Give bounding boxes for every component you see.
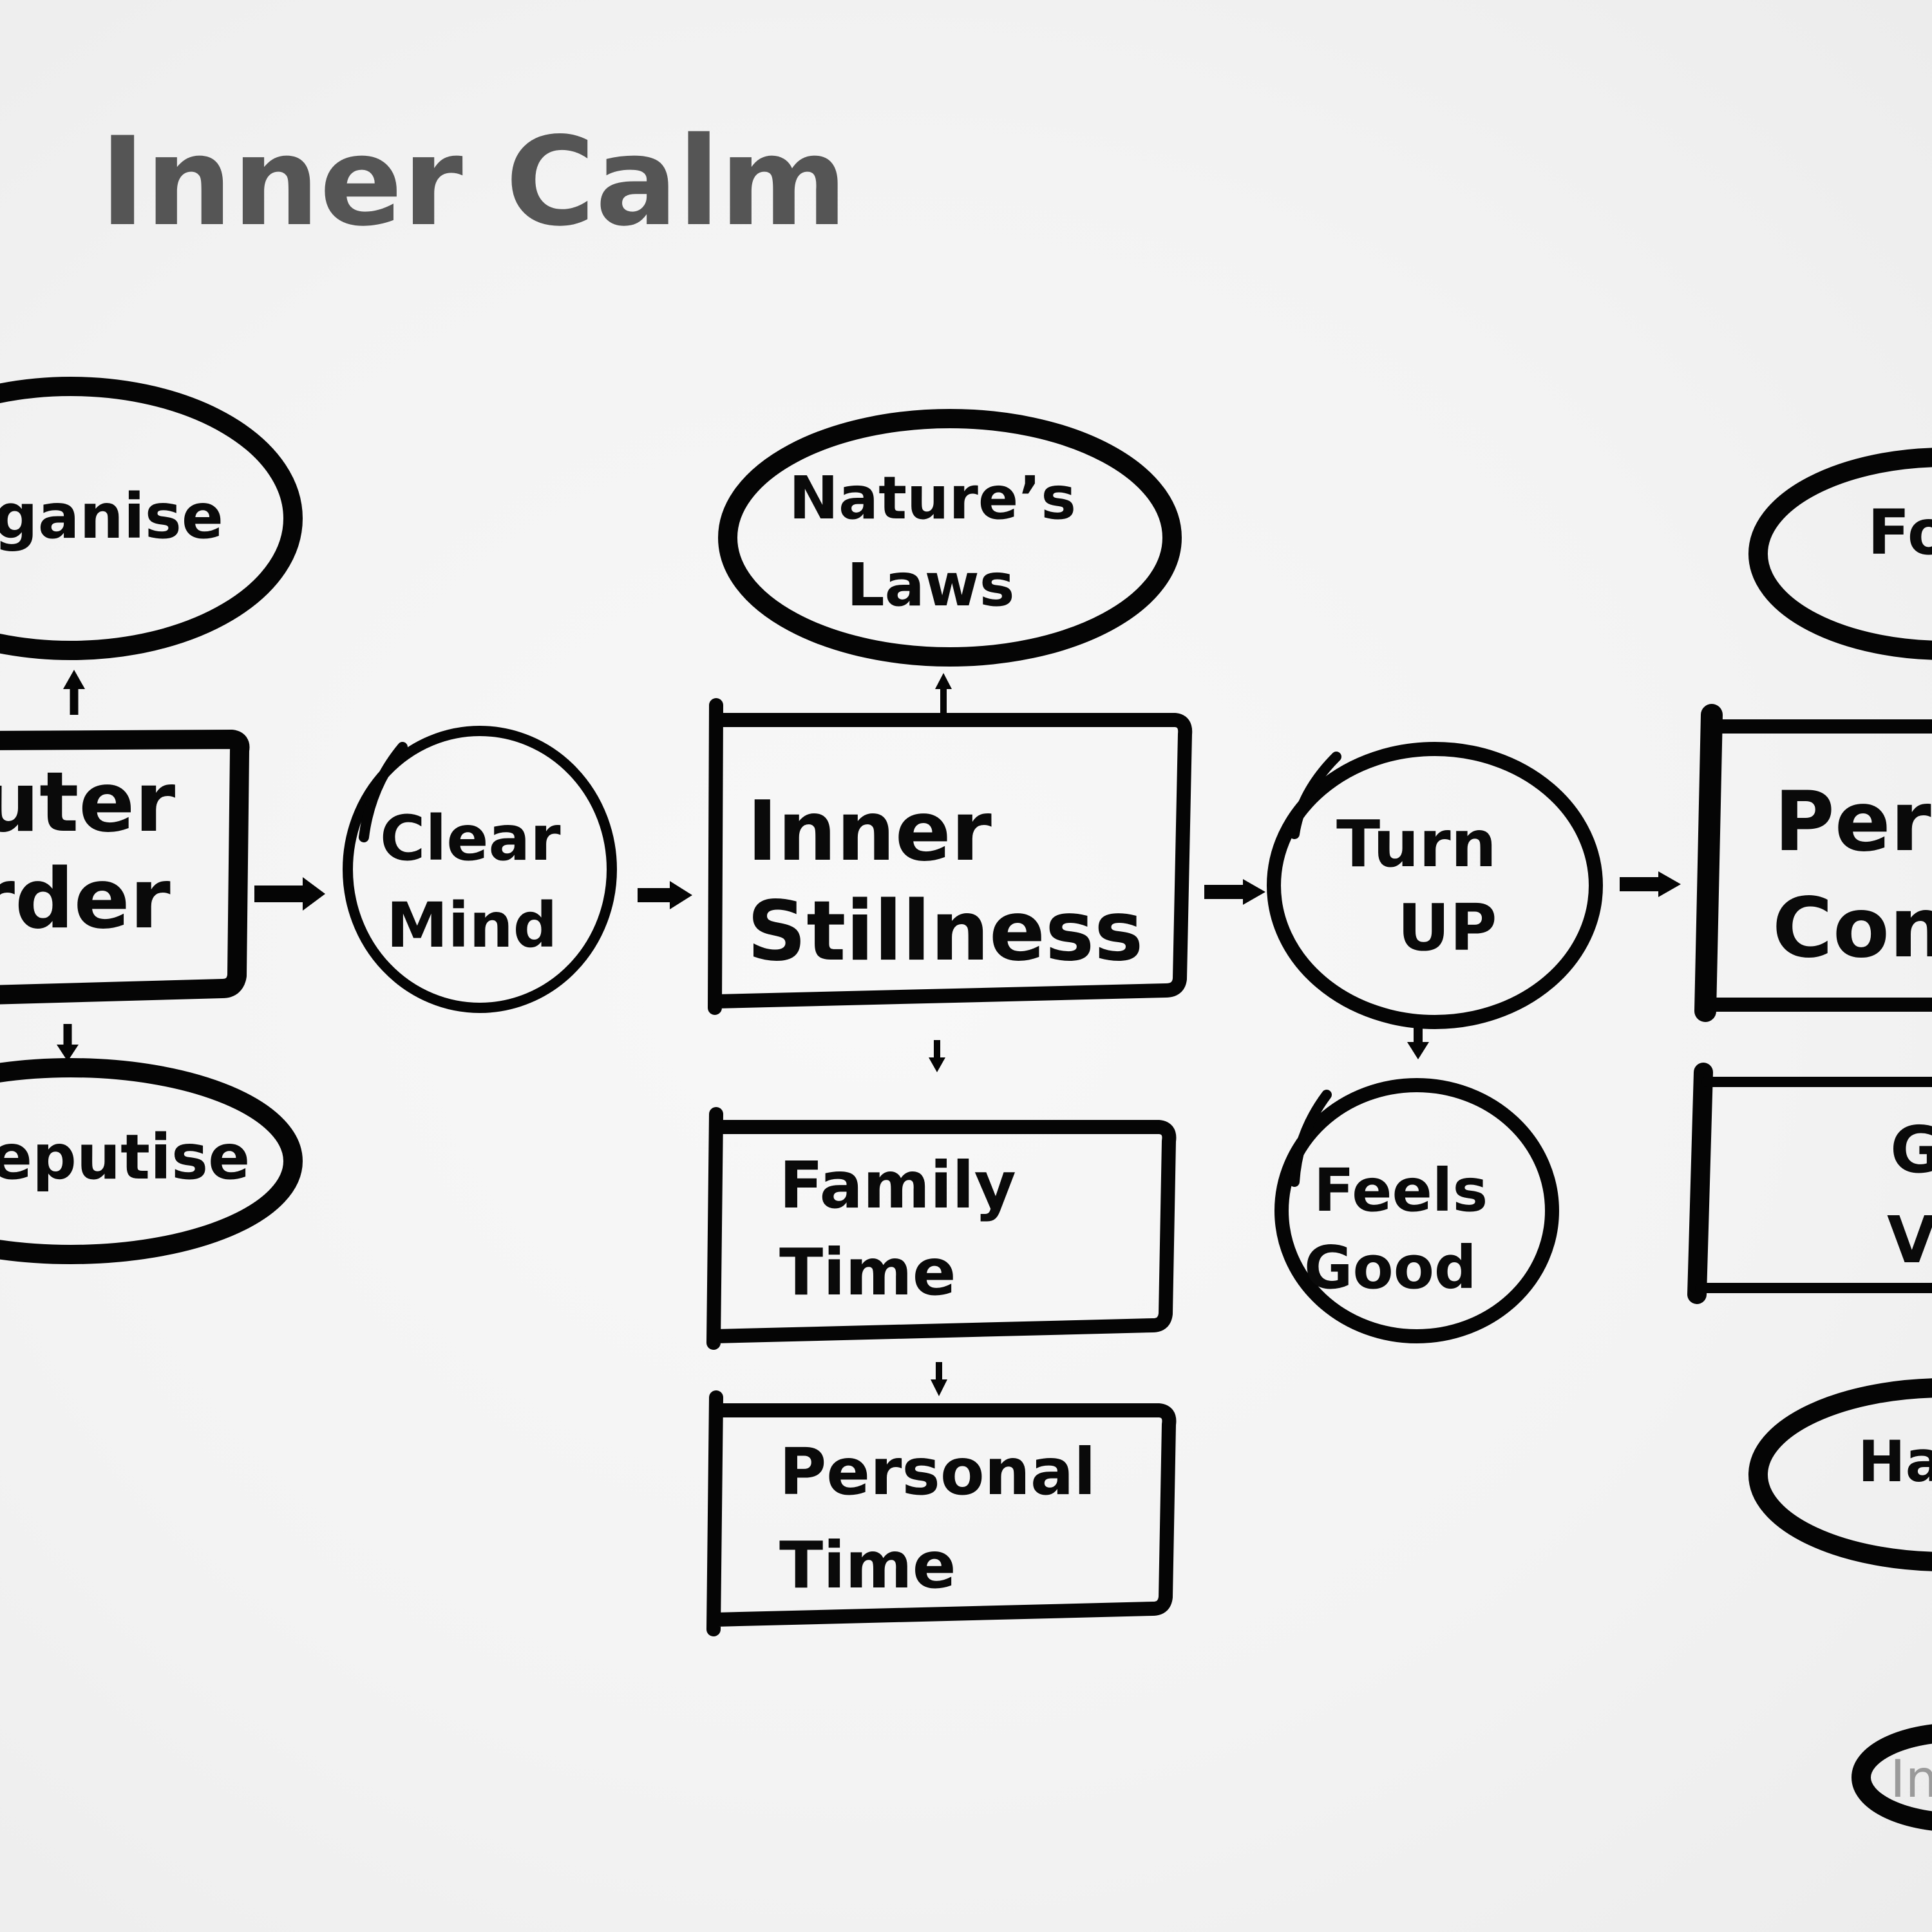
right-second-box-edges xyxy=(1695,1077,1932,1293)
personal-time-label-line1: Personal xyxy=(779,1434,1096,1510)
turn-up-circle xyxy=(1267,742,1603,1029)
arrow-outer-to-clear-mind xyxy=(254,877,325,911)
node-turn-up: Turn UP xyxy=(1267,742,1603,1029)
right-top-ellipse-shape xyxy=(1748,448,1932,660)
arrow-turn-up-to-feels-good xyxy=(1407,1025,1429,1059)
right-main-box-label-line2: Con xyxy=(1772,880,1932,976)
outer-order-label-line1: uter xyxy=(0,755,175,851)
node-right-second-box: G V xyxy=(1687,1063,1932,1304)
family-time-label-line2: Time xyxy=(779,1235,956,1310)
deputise-ellipse xyxy=(0,1058,303,1264)
clear-mind-circle xyxy=(343,726,617,1013)
arrow-turn-up-to-right-box xyxy=(1620,871,1681,897)
node-deputise: eputise xyxy=(0,1058,303,1264)
node-personal-time: Personal Time xyxy=(706,1390,1177,1636)
arrow-inner-stillness-to-family-time xyxy=(929,1040,945,1072)
right-top-ellipse-label: Fo xyxy=(1868,497,1932,569)
node-inner-stillness: Inner Stillness xyxy=(708,698,1193,1015)
diagram-title: Inner Calm xyxy=(100,111,848,253)
natures-laws-label-line1: Nature’s xyxy=(789,464,1076,533)
node-natures-laws: Nature’s Laws xyxy=(718,409,1182,667)
deputise-label: eputise xyxy=(0,1121,250,1193)
right-lower-ellipse-shape xyxy=(1748,1378,1932,1571)
inner-stillness-label-line1: Inner xyxy=(747,784,992,880)
arrow-outer-to-organise xyxy=(63,670,85,715)
right-lower-ellipse-label: Ha xyxy=(1858,1428,1932,1495)
arrow-inner-stillness-to-natures-laws xyxy=(935,673,952,715)
node-right-bottom-ellipse: In xyxy=(1852,1724,1932,1831)
organise-label: ganise xyxy=(0,480,223,553)
family-time-label-line1: Family xyxy=(779,1148,1016,1223)
node-right-main-box: Per Con xyxy=(1694,704,1932,1022)
turn-up-label-line1: Turn xyxy=(1336,806,1497,882)
turn-up-label-line2: UP xyxy=(1397,890,1497,965)
natures-laws-label-line2: Laws xyxy=(847,551,1014,620)
natures-laws-ellipse xyxy=(718,409,1182,667)
arrow-family-time-to-personal-time xyxy=(931,1362,947,1396)
right-second-box-label-line2: V xyxy=(1887,1202,1932,1278)
outer-order-box xyxy=(0,730,250,1005)
turn-up-accent-stroke xyxy=(1289,752,1341,839)
inner-stillness-box xyxy=(708,698,1193,1015)
clear-mind-label-line2: Mind xyxy=(386,889,558,961)
arrow-outer-to-deputise xyxy=(57,1024,79,1061)
node-feels-good: Feels Good xyxy=(1274,1078,1559,1343)
feels-good-label-line2: Good xyxy=(1304,1233,1477,1302)
right-second-box-shape xyxy=(1687,1063,1713,1304)
feels-good-label-line1: Feels xyxy=(1314,1156,1488,1225)
right-main-box-label-line1: Per xyxy=(1774,774,1931,870)
right-bottom-ellipse-shape xyxy=(1852,1724,1932,1831)
node-right-lower-ellipse: Ha xyxy=(1748,1378,1932,1571)
node-organise: ganise xyxy=(0,377,303,660)
personal-time-label-line2: Time xyxy=(779,1528,956,1603)
arrow-clear-mind-to-inner-stillness xyxy=(638,881,692,909)
node-clear-mind: Clear Mind xyxy=(343,726,617,1013)
feels-good-accent-stroke xyxy=(1289,1090,1332,1187)
arrow-inner-stillness-to-turn-up xyxy=(1204,879,1265,905)
family-time-box xyxy=(706,1107,1177,1350)
node-right-top-ellipse: Fo xyxy=(1748,448,1932,660)
right-main-box-edges xyxy=(1700,719,1932,1012)
node-family-time: Family Time xyxy=(706,1107,1177,1350)
feels-good-circle xyxy=(1274,1078,1559,1343)
right-second-box-label-line1: G xyxy=(1890,1112,1932,1188)
inner-stillness-label-line2: Stillness xyxy=(747,884,1143,980)
clear-mind-label-line1: Clear xyxy=(380,802,561,875)
personal-time-box xyxy=(706,1390,1177,1636)
clear-mind-accent-stroke xyxy=(359,742,408,842)
organise-ellipse xyxy=(0,377,303,660)
right-bottom-ellipse-label: In xyxy=(1890,1749,1932,1809)
right-main-box-shape xyxy=(1694,704,1723,1022)
